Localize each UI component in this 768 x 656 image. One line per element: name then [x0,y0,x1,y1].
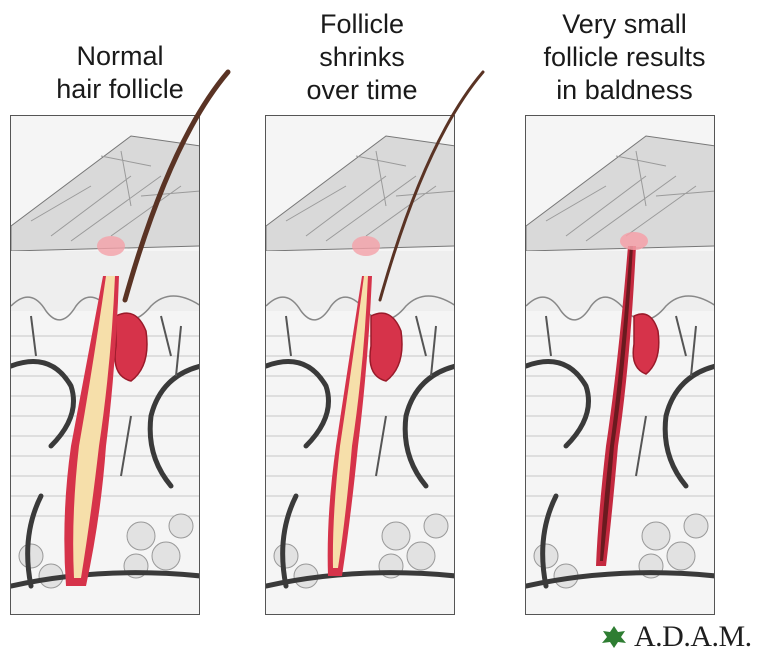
logo-text: A.D.A.M. [634,620,752,654]
panel-shrinking-follicle [265,115,455,615]
caption-line: Normal [20,40,220,73]
skin-cross-section-illustration [11,116,200,615]
caption-line: Follicle [262,8,462,41]
leaf-logo-icon [600,624,628,650]
caption-normal-follicle: Normal hair follicle [20,40,220,106]
caption-line: Very small [512,8,737,41]
adam-logo: A.D.A.M. [600,620,752,654]
skin-cross-section-illustration [266,116,455,615]
caption-small-follicle: Very small follicle results in baldness [512,8,737,107]
caption-line: over time [262,74,462,107]
caption-line: shrinks [262,41,462,74]
caption-line: in baldness [512,74,737,107]
panel-small-follicle [525,115,715,615]
skin-cross-section-illustration [526,116,715,615]
caption-shrinking-follicle: Follicle shrinks over time [262,8,462,107]
panel-normal-follicle [10,115,200,615]
caption-line: hair follicle [20,73,220,106]
caption-line: follicle results [512,41,737,74]
